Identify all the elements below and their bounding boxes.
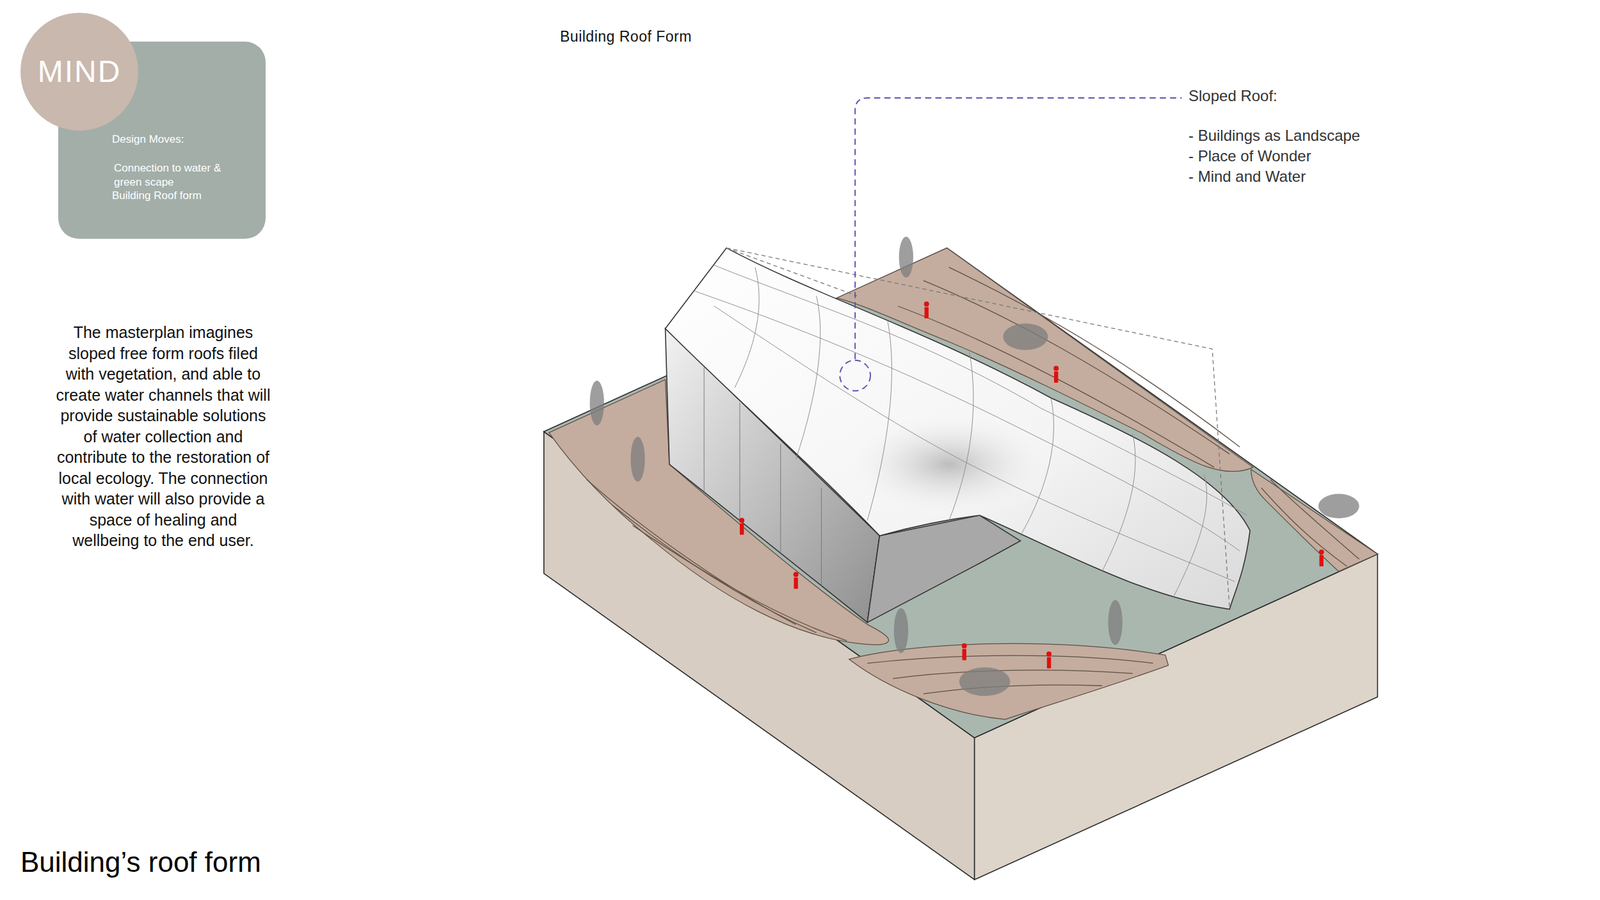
- panel-line: [704, 367, 705, 492]
- person-body: [793, 577, 798, 589]
- cypress-tree: [899, 236, 914, 278]
- trees: [590, 236, 1360, 696]
- cypress-tree: [630, 436, 645, 482]
- body-paragraph: The masterplan imagines sloped free form…: [54, 321, 272, 552]
- person-body: [962, 648, 967, 661]
- dashed-outline: [726, 247, 1230, 609]
- diagram-heading: Building Roof Form: [560, 28, 829, 47]
- panel-line: [780, 443, 781, 553]
- person-head: [961, 643, 968, 649]
- box-heading: Design Moves:: [112, 132, 247, 146]
- round-tree: [1318, 494, 1360, 519]
- roof-surface: [665, 247, 1251, 609]
- grid-line: [714, 264, 1247, 516]
- grid-line: [1173, 474, 1208, 597]
- terrain-terraces: [549, 247, 1378, 719]
- person-body: [1319, 554, 1324, 567]
- person-head: [739, 517, 745, 523]
- callout-bullet: - Buildings as Landscape: [1188, 126, 1509, 146]
- people: [739, 301, 1325, 669]
- cypress-tree: [590, 380, 605, 426]
- box-item: Building Roof form: [112, 188, 247, 203]
- bounding-dashes: [726, 247, 1230, 609]
- person-body: [924, 307, 929, 319]
- mind-circle: MIND: [19, 12, 139, 132]
- callout-bullet: - Place of Wonder: [1188, 147, 1509, 166]
- circle-title: MIND: [37, 52, 122, 91]
- site-block: [544, 247, 1378, 880]
- page-title: Building’s roof form: [20, 846, 262, 879]
- grid-line: [693, 290, 1240, 551]
- contour: [923, 684, 1103, 694]
- dashed-outline: [726, 247, 857, 296]
- leader-line: [855, 97, 1182, 360]
- panel-line: [739, 403, 740, 521]
- round-tree: [1002, 323, 1048, 350]
- person-head: [1046, 651, 1052, 657]
- round-tree: [959, 667, 1011, 697]
- person-body: [1054, 371, 1058, 383]
- person-body: [739, 523, 744, 536]
- panel-line: [821, 487, 822, 586]
- grid-line: [1020, 398, 1054, 536]
- cypress-tree: [1108, 599, 1123, 645]
- callout-title: Sloped Roof:: [1188, 87, 1509, 106]
- callout-leader: [839, 97, 1182, 392]
- water-ground: [544, 247, 1378, 738]
- roof-hollow: [836, 408, 1062, 521]
- grid-line: [949, 352, 974, 521]
- grid-line: [867, 321, 892, 521]
- building: [665, 247, 1251, 623]
- circle-shape: [20, 12, 139, 131]
- person-head: [1053, 365, 1059, 371]
- contour: [892, 670, 1133, 679]
- leader-circle: [839, 360, 871, 392]
- grid-line: [714, 305, 1235, 582]
- cypress-tree: [894, 608, 909, 653]
- person-body: [1047, 657, 1051, 669]
- roof-grid: [693, 264, 1247, 597]
- grid-line: [796, 295, 821, 459]
- box-item: Connection to water & green scape: [112, 161, 242, 189]
- person-head: [924, 301, 930, 307]
- contour: [867, 655, 1153, 664]
- person-head: [1319, 549, 1325, 555]
- person-head: [793, 571, 799, 577]
- grid-line: [734, 267, 760, 388]
- grid-line: [1102, 433, 1136, 571]
- front-terrace: [849, 643, 1169, 719]
- corner-terrace: [1251, 469, 1378, 571]
- contour: [1270, 479, 1360, 559]
- callout-bullet: - Mind and Water: [1188, 167, 1509, 187]
